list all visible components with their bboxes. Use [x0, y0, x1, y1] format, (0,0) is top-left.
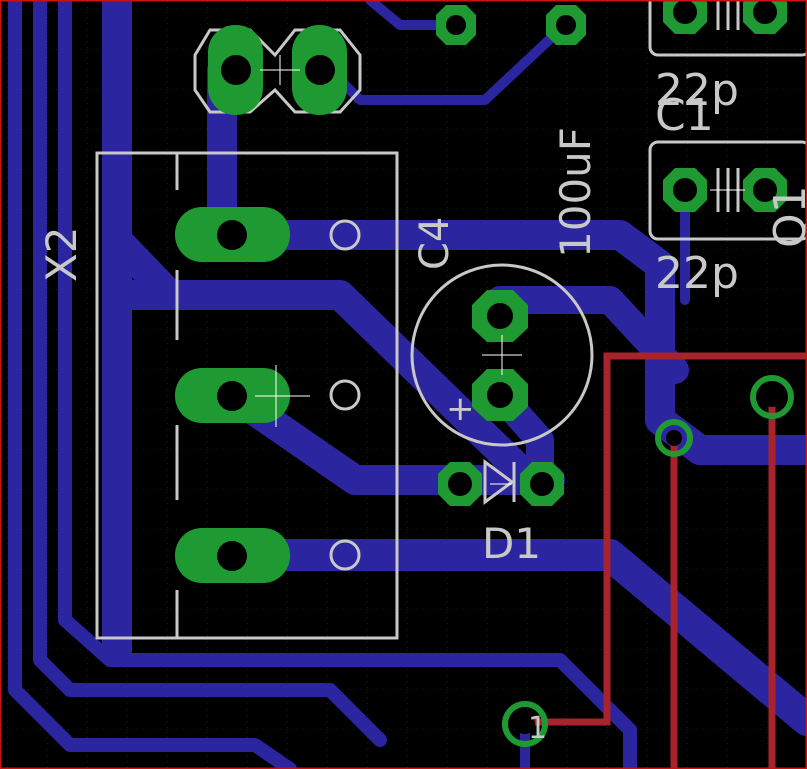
cap-value-mid: 22p: [655, 248, 739, 299]
x2-unplated-hole-3: [329, 539, 361, 571]
cap-outline-lower: [648, 140, 807, 241]
trace-main-horizontal: [102, 280, 535, 485]
c4-polarity-mark: +: [446, 389, 475, 429]
hole-jumper-2: [305, 55, 335, 85]
right-edge-label: Q1: [765, 185, 807, 248]
hole-jumper-1: [221, 55, 251, 85]
x2-unplated-hole-1: [329, 219, 361, 251]
x2-unplated-hole-2: [329, 379, 361, 411]
hole-c4-top: [487, 303, 513, 329]
hole-via-right-2: [762, 387, 782, 407]
c4-outline: [410, 263, 594, 447]
hole-c4-bottom: [487, 382, 513, 408]
trace-upper-diagonal: [102, 225, 185, 310]
trace-c4-top: [486, 286, 689, 384]
hole-cap-lower-1: [673, 178, 697, 202]
hole-d1-2: [530, 472, 554, 496]
c4-value-label: 100uF: [551, 127, 600, 258]
top-layer-traces: [523, 352, 807, 769]
hole-cap-upper-2: [753, 0, 777, 24]
trace-left-bus-2: [33, 0, 387, 747]
via-right-1: [655, 419, 693, 457]
cap-value-top: 22p: [655, 65, 739, 116]
hole-x2-3: [217, 541, 247, 571]
cap-outline-upper: [648, 0, 807, 57]
trace-left-bus-1: [8, 0, 297, 769]
via-marker-label: 1: [528, 711, 547, 746]
d1-symbol-triangle: [483, 459, 515, 505]
hole-via-bottom: [515, 714, 535, 734]
hole-x2-1: [217, 220, 247, 250]
d1-label: D1: [482, 519, 541, 568]
hole-top-1: [446, 15, 466, 35]
hole-d1-1: [448, 472, 472, 496]
hole-via-right-1: [666, 430, 682, 446]
trace-left-bus-3: [58, 0, 637, 769]
origin-crosses: [255, 55, 745, 485]
drill-holes: [217, 0, 782, 734]
via-bottom: [502, 701, 548, 747]
hole-top-2: [556, 15, 576, 35]
x2-label: X2: [37, 227, 86, 283]
c4-label: C4: [412, 217, 458, 270]
via-right-2: [750, 375, 794, 419]
trace-red-outline: [523, 352, 807, 726]
x2-outline: [95, 151, 399, 640]
vias: [502, 375, 794, 747]
hole-cap-lower-2: [753, 178, 777, 202]
hole-x2-2: [217, 381, 247, 411]
cap-ref-right: C1: [655, 90, 714, 141]
jumper-outline: [193, 28, 362, 114]
hole-cap-upper-1: [673, 0, 697, 24]
